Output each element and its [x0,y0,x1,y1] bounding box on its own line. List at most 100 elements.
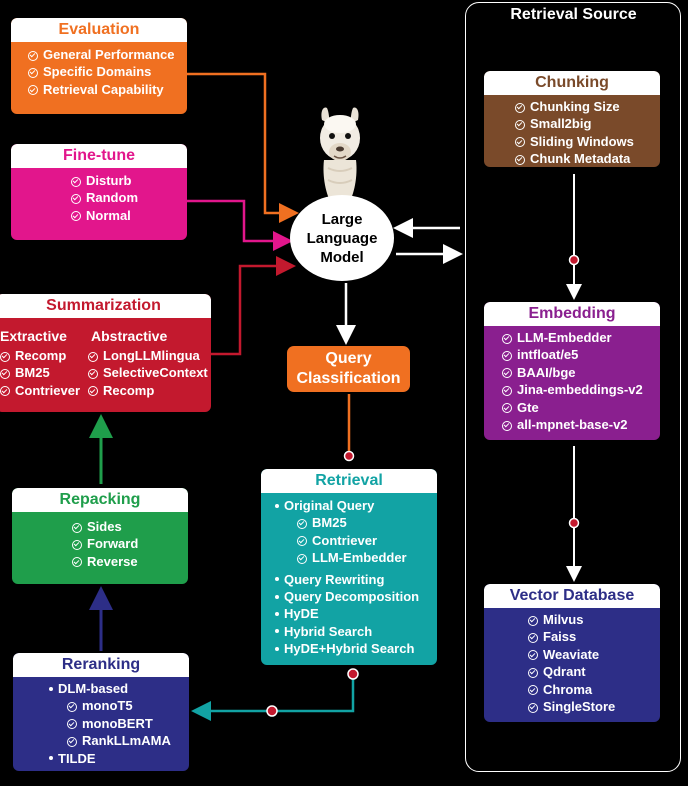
list-item: Small2big [515,115,660,132]
bullet-icon [49,756,53,761]
check-icon [297,553,307,564]
evaluation-box[interactable]: Evaluation General Performance Specific … [11,18,187,114]
check-icon [528,685,538,696]
llm-line-2: Language [306,229,378,247]
list-item: Query Decomposition [275,588,437,605]
alpaca-icon [320,107,360,204]
embedding-title: Embedding [484,302,660,326]
check-icon [297,518,307,529]
summarization-title: Summarization [0,294,211,318]
list-item: Specific Domains [28,63,187,80]
reranking-title: Reranking [13,653,189,677]
list-item: Chunk Metadata [515,150,660,167]
list-item: RankLLmAMA [49,732,189,749]
reranking-box[interactable]: Reranking DLM-based monoT5 monoBERT Rank… [13,653,189,771]
check-icon [502,420,512,431]
eval-to-llm-arrow [187,72,299,223]
check-icon [28,50,38,61]
bullet-icon [49,686,53,691]
list-item: Contriever [275,532,437,549]
list-item: DLM-based [49,680,189,697]
llm-node[interactable]: Large Language Model [290,195,394,281]
bullet-icon [275,503,279,508]
check-icon [502,368,512,379]
llm-line-3: Model [320,248,364,266]
check-icon [67,701,77,712]
summarization-box[interactable]: Summarization Extractive Recomp BM25 Con… [0,294,211,412]
list-item: Sides [72,518,188,535]
check-icon [502,333,512,344]
check-icon [528,667,538,678]
check-icon [71,193,81,204]
retrieval-title: Retrieval [261,469,437,493]
list-item: all-mpnet-base-v2 [502,416,660,433]
list-item: SelectiveContext [88,364,208,381]
check-icon [515,154,525,165]
query-classification-box[interactable]: Query Classification [287,346,410,392]
list-item: Jina-embeddings-v2 [502,381,660,398]
list-item: LLM-Embedder [275,549,437,566]
check-icon [72,539,82,550]
list-item: LLM-Embedder [502,329,660,346]
embedding-box[interactable]: Embedding LLM-Embedder intfloat/e5 BAAI/… [484,302,660,440]
bullet-icon [275,612,279,616]
check-icon [528,632,538,643]
vector-database-title: Vector Database [484,584,660,608]
check-icon [528,650,538,661]
list-item: Contriever [0,382,88,399]
list-item: Retrieval Capability [28,81,187,98]
check-icon [71,211,81,222]
repacking-box[interactable]: Repacking Sides Forward Reverse [12,488,188,584]
list-item: General Performance [28,46,187,63]
check-icon [515,137,525,148]
list-item: TILDE [49,750,189,767]
list-item: Random [71,189,187,206]
extractive-heading: Extractive [0,328,67,344]
check-icon [528,615,538,626]
chunking-box[interactable]: Chunking Chunking Size Small2big Sliding… [484,71,660,167]
repacking-title: Repacking [12,488,188,512]
chunking-title: Chunking [484,71,660,95]
bullet-icon [275,577,279,582]
retrieval-to-reranking-arrow [191,668,359,721]
finetune-box[interactable]: Fine-tune Disturb Random Normal [11,144,187,240]
check-icon [72,522,82,533]
list-item: Chroma [528,681,660,698]
list-item: LongLLMlingua [88,347,208,364]
retrieval-box[interactable]: Retrieval Original Query BM25 Contriever… [261,469,437,665]
finetune-title: Fine-tune [11,144,187,168]
list-item: Qdrant [528,663,660,680]
check-icon [71,176,81,187]
list-item: monoT5 [49,697,189,714]
bullet-icon [275,646,279,651]
list-item: BM25 [0,364,88,381]
query-classification-line-1: Query [325,350,372,367]
list-item: HyDE [275,605,437,622]
chunking-to-embedding-arrow [566,174,582,300]
retrieval-source-frame [465,2,681,772]
check-icon [515,119,525,130]
check-icon [297,536,307,547]
abstractive-heading: Abstractive [91,328,168,344]
retrieval-source-title: Retrieval Source [510,6,637,23]
vector-database-box[interactable]: Vector Database Milvus Faiss Weaviate Qd… [484,584,660,722]
list-item: Milvus [528,611,660,628]
check-icon [502,403,512,414]
check-icon [28,67,38,78]
check-icon [72,557,82,568]
list-item: SingleStore [528,698,660,715]
query-classification-line-2: Classification [296,370,401,387]
embedding-to-vectordb-arrow [566,446,582,582]
list-item: Recomp [0,347,88,364]
check-icon [88,368,98,379]
check-icon [0,351,10,362]
list-item: BAAI/bge [502,364,660,381]
list-item: Query Rewriting [275,571,437,588]
list-item: BM25 [275,514,437,531]
list-item: Gte [502,399,660,416]
check-icon [502,350,512,361]
list-item: Recomp [88,382,208,399]
check-icon [0,368,10,379]
llm-line-1: Large [321,210,363,228]
